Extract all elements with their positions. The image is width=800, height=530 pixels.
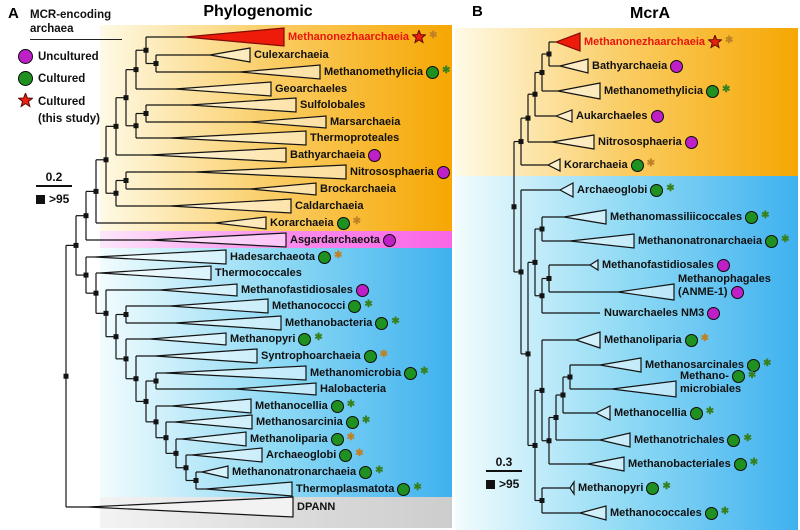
legend-heading-line1: MCR-encoding <box>30 9 112 21</box>
red-star-icon <box>17 91 34 111</box>
scale-bar-a: 0.2 >95 <box>36 170 72 206</box>
clade-triangle <box>169 198 292 214</box>
clade-triangle <box>617 283 675 301</box>
scale-line <box>486 470 522 472</box>
clade-triangle <box>249 182 317 196</box>
legend-item-uncultured: Uncultured <box>18 49 122 64</box>
clade-triangle <box>149 147 287 163</box>
legend-item-cultured-this-study: Cultured <box>17 91 122 111</box>
clade-triangle <box>174 414 253 430</box>
clade-triangle <box>249 115 327 129</box>
clade-triangle <box>171 398 252 414</box>
clade-triangle <box>159 283 238 297</box>
clade-triangle <box>174 81 272 97</box>
clade-triangle <box>87 496 294 518</box>
clade-triangle <box>189 97 297 113</box>
clade-triangle <box>149 232 287 248</box>
clade-triangle <box>164 365 307 381</box>
clade-triangle <box>149 332 227 346</box>
clade-triangle <box>205 481 293 497</box>
clade-triangle <box>181 431 247 447</box>
clade-triangle <box>569 480 575 496</box>
taxonomy-band-orange <box>100 25 452 231</box>
clade-triangle <box>563 209 607 225</box>
clade-triangle <box>194 164 347 180</box>
clade-triangle <box>558 181 574 199</box>
panel-b-letter: B <box>472 3 483 20</box>
clade-triangle <box>169 130 307 146</box>
node-support-square <box>511 204 517 210</box>
clade-triangle <box>209 47 251 63</box>
clade-triangle <box>569 233 635 249</box>
legend-item-sublabel: (this study) <box>38 113 100 125</box>
support-legend: >95 <box>486 477 522 491</box>
clade-triangle <box>239 64 321 80</box>
scale-bar-b: 0.3 >95 <box>486 455 522 491</box>
legend: MCR-encoding archaea Uncultured Cultured… <box>10 8 122 125</box>
clade-triangle <box>191 447 263 463</box>
clade-triangle <box>557 82 601 100</box>
clade-triangle <box>234 382 317 396</box>
clade-triangle <box>588 258 599 272</box>
red-star-icon <box>17 91 34 108</box>
clade-triangle <box>594 405 611 421</box>
clade-triangle <box>611 380 677 398</box>
clade-triangle <box>599 357 642 373</box>
clade-triangle <box>184 27 285 47</box>
clade-triangle <box>577 505 607 521</box>
clade-triangle <box>554 32 581 52</box>
panel-a-letter: A <box>8 5 19 22</box>
legend-heading-line2: archaea <box>30 23 74 35</box>
legend-item-label: Uncultured <box>38 50 99 63</box>
support-threshold: >95 <box>499 477 520 491</box>
clade-triangle <box>154 348 258 364</box>
legend-item-label: Cultured <box>38 72 86 85</box>
clade-triangle <box>169 298 269 314</box>
legend-item-label: Cultured <box>38 96 86 108</box>
legend-heading: MCR-encoding archaea <box>30 8 122 40</box>
node-support-square <box>63 373 69 379</box>
clade-triangle <box>99 265 212 281</box>
clade-triangle <box>587 456 625 472</box>
clade-triangle <box>574 331 601 349</box>
clade-triangle <box>559 58 589 74</box>
scale-value: 0.2 <box>45 170 63 184</box>
clade-triangle <box>546 158 561 172</box>
clade-triangle <box>599 432 631 448</box>
support-square-icon <box>486 479 495 489</box>
cultured-circle-icon <box>18 71 33 86</box>
clade-triangle <box>214 216 267 230</box>
scale-value: 0.3 <box>495 455 513 469</box>
uncultured-circle-icon <box>18 49 33 64</box>
support-legend: >95 <box>36 192 72 206</box>
legend-item-cultured: Cultured <box>18 71 122 86</box>
panel-a-title: Phylogenomic <box>203 3 313 20</box>
scale-line <box>36 185 72 187</box>
panel-b-title: McrA <box>629 5 670 22</box>
clade-triangle <box>554 109 573 123</box>
support-threshold: >95 <box>49 192 70 206</box>
clade-triangle <box>174 315 282 331</box>
support-square-icon <box>36 194 45 204</box>
taxonomy-band-orange <box>455 28 798 176</box>
clade-triangle <box>94 249 227 265</box>
clade-triangle <box>551 134 595 150</box>
clade-triangle <box>201 465 229 479</box>
